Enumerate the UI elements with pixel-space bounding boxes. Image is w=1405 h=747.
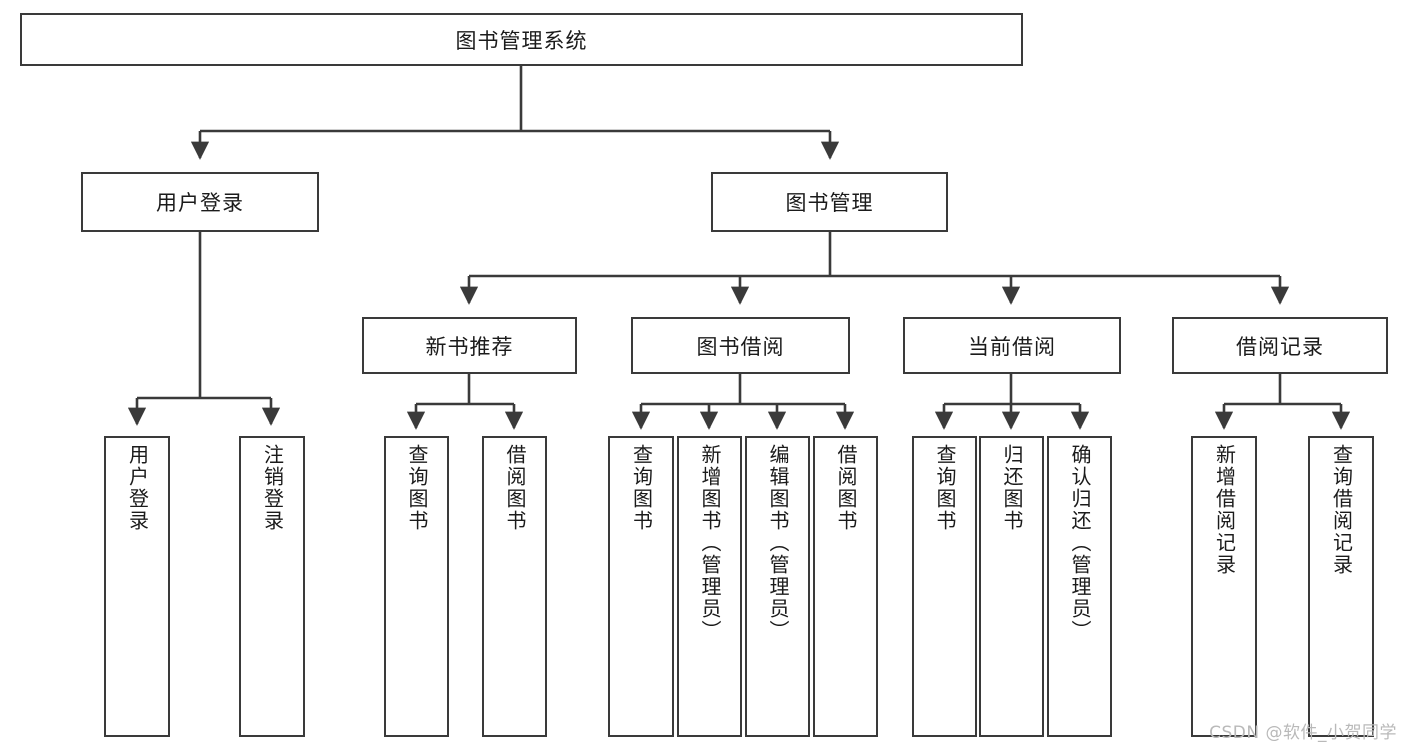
- node-label: 新书推荐: [425, 334, 514, 359]
- leaf-query-book-borrow[interactable]: 查询图书: [608, 436, 674, 737]
- leaf-logout-login[interactable]: 注销登录: [239, 436, 305, 737]
- node-label: 查询借阅记录: [1329, 444, 1354, 576]
- node-label: 查询图书: [629, 444, 654, 532]
- leaf-borrow-book[interactable]: 借阅图书: [813, 436, 878, 737]
- leaf-add-book-admin[interactable]: 新增图书（管理员）: [677, 436, 742, 737]
- node-label: 归还图书: [1000, 444, 1024, 532]
- node-label: 编辑图书（管理员）: [766, 444, 790, 642]
- node-book-borrow[interactable]: 图书借阅: [631, 317, 850, 374]
- leaf-add-borrow-record[interactable]: 新增借阅记录: [1191, 436, 1257, 737]
- node-label: 用户登录: [156, 191, 244, 215]
- leaf-query-book-recommend[interactable]: 查询图书: [384, 436, 449, 737]
- node-new-book-recommend[interactable]: 新书推荐: [362, 317, 577, 374]
- node-label: 新增图书（管理员）: [698, 444, 722, 642]
- leaf-confirm-return-admin[interactable]: 确认归还（管理员）: [1047, 436, 1112, 737]
- node-label: 确认归还（管理员）: [1068, 444, 1092, 642]
- leaf-return-book[interactable]: 归还图书: [979, 436, 1044, 737]
- node-borrow-record[interactable]: 借阅记录: [1172, 317, 1388, 374]
- node-label: 借阅记录: [1236, 334, 1324, 359]
- node-label: 用户登录: [125, 444, 150, 532]
- node-label: 图书管理: [785, 191, 874, 215]
- node-label: 当前借阅: [968, 334, 1056, 359]
- node-label: 借阅图书: [503, 444, 527, 532]
- node-book-management[interactable]: 图书管理: [711, 172, 948, 232]
- node-user-login[interactable]: 用户登录: [81, 172, 319, 232]
- node-label: 图书管理系统: [455, 28, 588, 53]
- leaf-borrow-book-recommend[interactable]: 借阅图书: [482, 436, 547, 737]
- leaf-edit-book-admin[interactable]: 编辑图书（管理员）: [745, 436, 810, 737]
- node-current-borrow[interactable]: 当前借阅: [903, 317, 1121, 374]
- node-label: 注销登录: [260, 444, 285, 532]
- node-root-book-management-system[interactable]: 图书管理系统: [20, 13, 1023, 66]
- node-label: 借阅图书: [834, 444, 858, 532]
- node-label: 查询图书: [933, 444, 957, 532]
- leaf-query-borrow-record[interactable]: 查询借阅记录: [1308, 436, 1374, 737]
- node-label: 查询图书: [405, 444, 429, 532]
- leaf-query-book-current[interactable]: 查询图书: [912, 436, 977, 737]
- leaf-user-login[interactable]: 用户登录: [104, 436, 170, 737]
- node-label: 图书借阅: [696, 334, 785, 359]
- node-label: 新增借阅记录: [1212, 444, 1237, 576]
